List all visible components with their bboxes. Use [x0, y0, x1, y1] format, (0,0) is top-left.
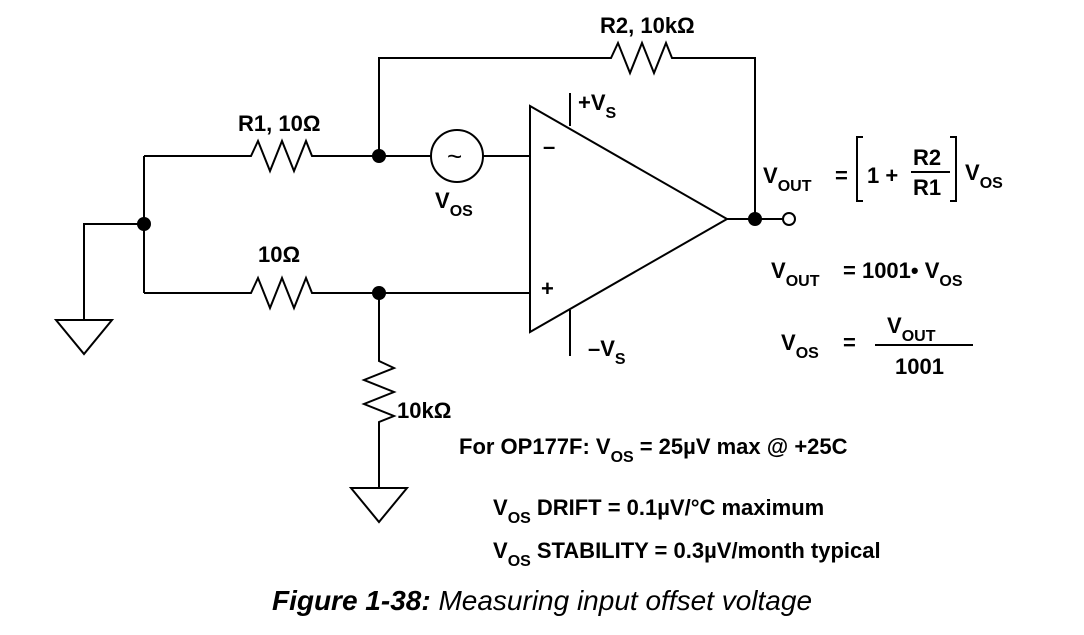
figure-number: Figure 1-38:	[271, 585, 431, 616]
svg-text:R2: R2	[913, 145, 941, 170]
resistor-r2	[605, 40, 676, 76]
noninverting-input-sign: +	[541, 276, 554, 301]
junction-dots	[137, 149, 762, 300]
svg-text:= 1001• VOS: = 1001• VOS	[843, 258, 963, 290]
inverting-input-sign: –	[543, 134, 555, 159]
svg-text:VOUT: VOUT	[763, 163, 812, 195]
svg-text:1001: 1001	[895, 354, 944, 379]
source-label: VOS	[435, 188, 473, 220]
gain-equation: VOUT = 1 + R2 R1 VOS	[763, 136, 1003, 202]
figure-title: Measuring input offset voltage	[438, 585, 813, 616]
r3-label: 10Ω	[258, 242, 300, 267]
figure-caption: Figure 1-38: Measuring input offset volt…	[0, 585, 1084, 617]
svg-text:VOS: VOS	[781, 330, 819, 362]
positive-supply-label: +VS	[578, 90, 617, 122]
r1-label: R1, 10Ω	[238, 111, 320, 136]
svg-text:R1: R1	[913, 175, 941, 200]
svg-text:1 +: 1 +	[867, 163, 898, 188]
svg-text:=: =	[835, 163, 848, 188]
wires	[83, 57, 783, 488]
resistor-10k-ohm	[361, 356, 397, 427]
negative-supply-label: –VS	[588, 336, 626, 368]
r2-label: R2, 10kΩ	[600, 13, 695, 38]
ground-symbol-left	[53, 319, 115, 356]
output-terminal	[782, 212, 796, 226]
resistor-r1	[245, 138, 316, 174]
spec-note: For OP177F: VOS= 25µV max @ +25C	[459, 434, 848, 466]
svg-text:VOUT: VOUT	[771, 258, 820, 290]
resistor-10-ohm	[245, 275, 316, 311]
svg-text:VOUT: VOUT	[887, 313, 936, 345]
ground-symbol-bottom	[348, 487, 410, 524]
svg-text:=: =	[843, 330, 856, 355]
svg-text:VOS: VOS	[965, 160, 1003, 192]
op-amp-triangle	[529, 104, 730, 334]
r4-label: 10kΩ	[397, 398, 451, 423]
vos-equation: VOS = VOUT 1001	[781, 313, 973, 379]
vout-equation: VOUT = 1001• VOS	[771, 258, 963, 290]
voltage-source-icon	[430, 129, 484, 183]
source-tilde: ~	[447, 141, 462, 171]
